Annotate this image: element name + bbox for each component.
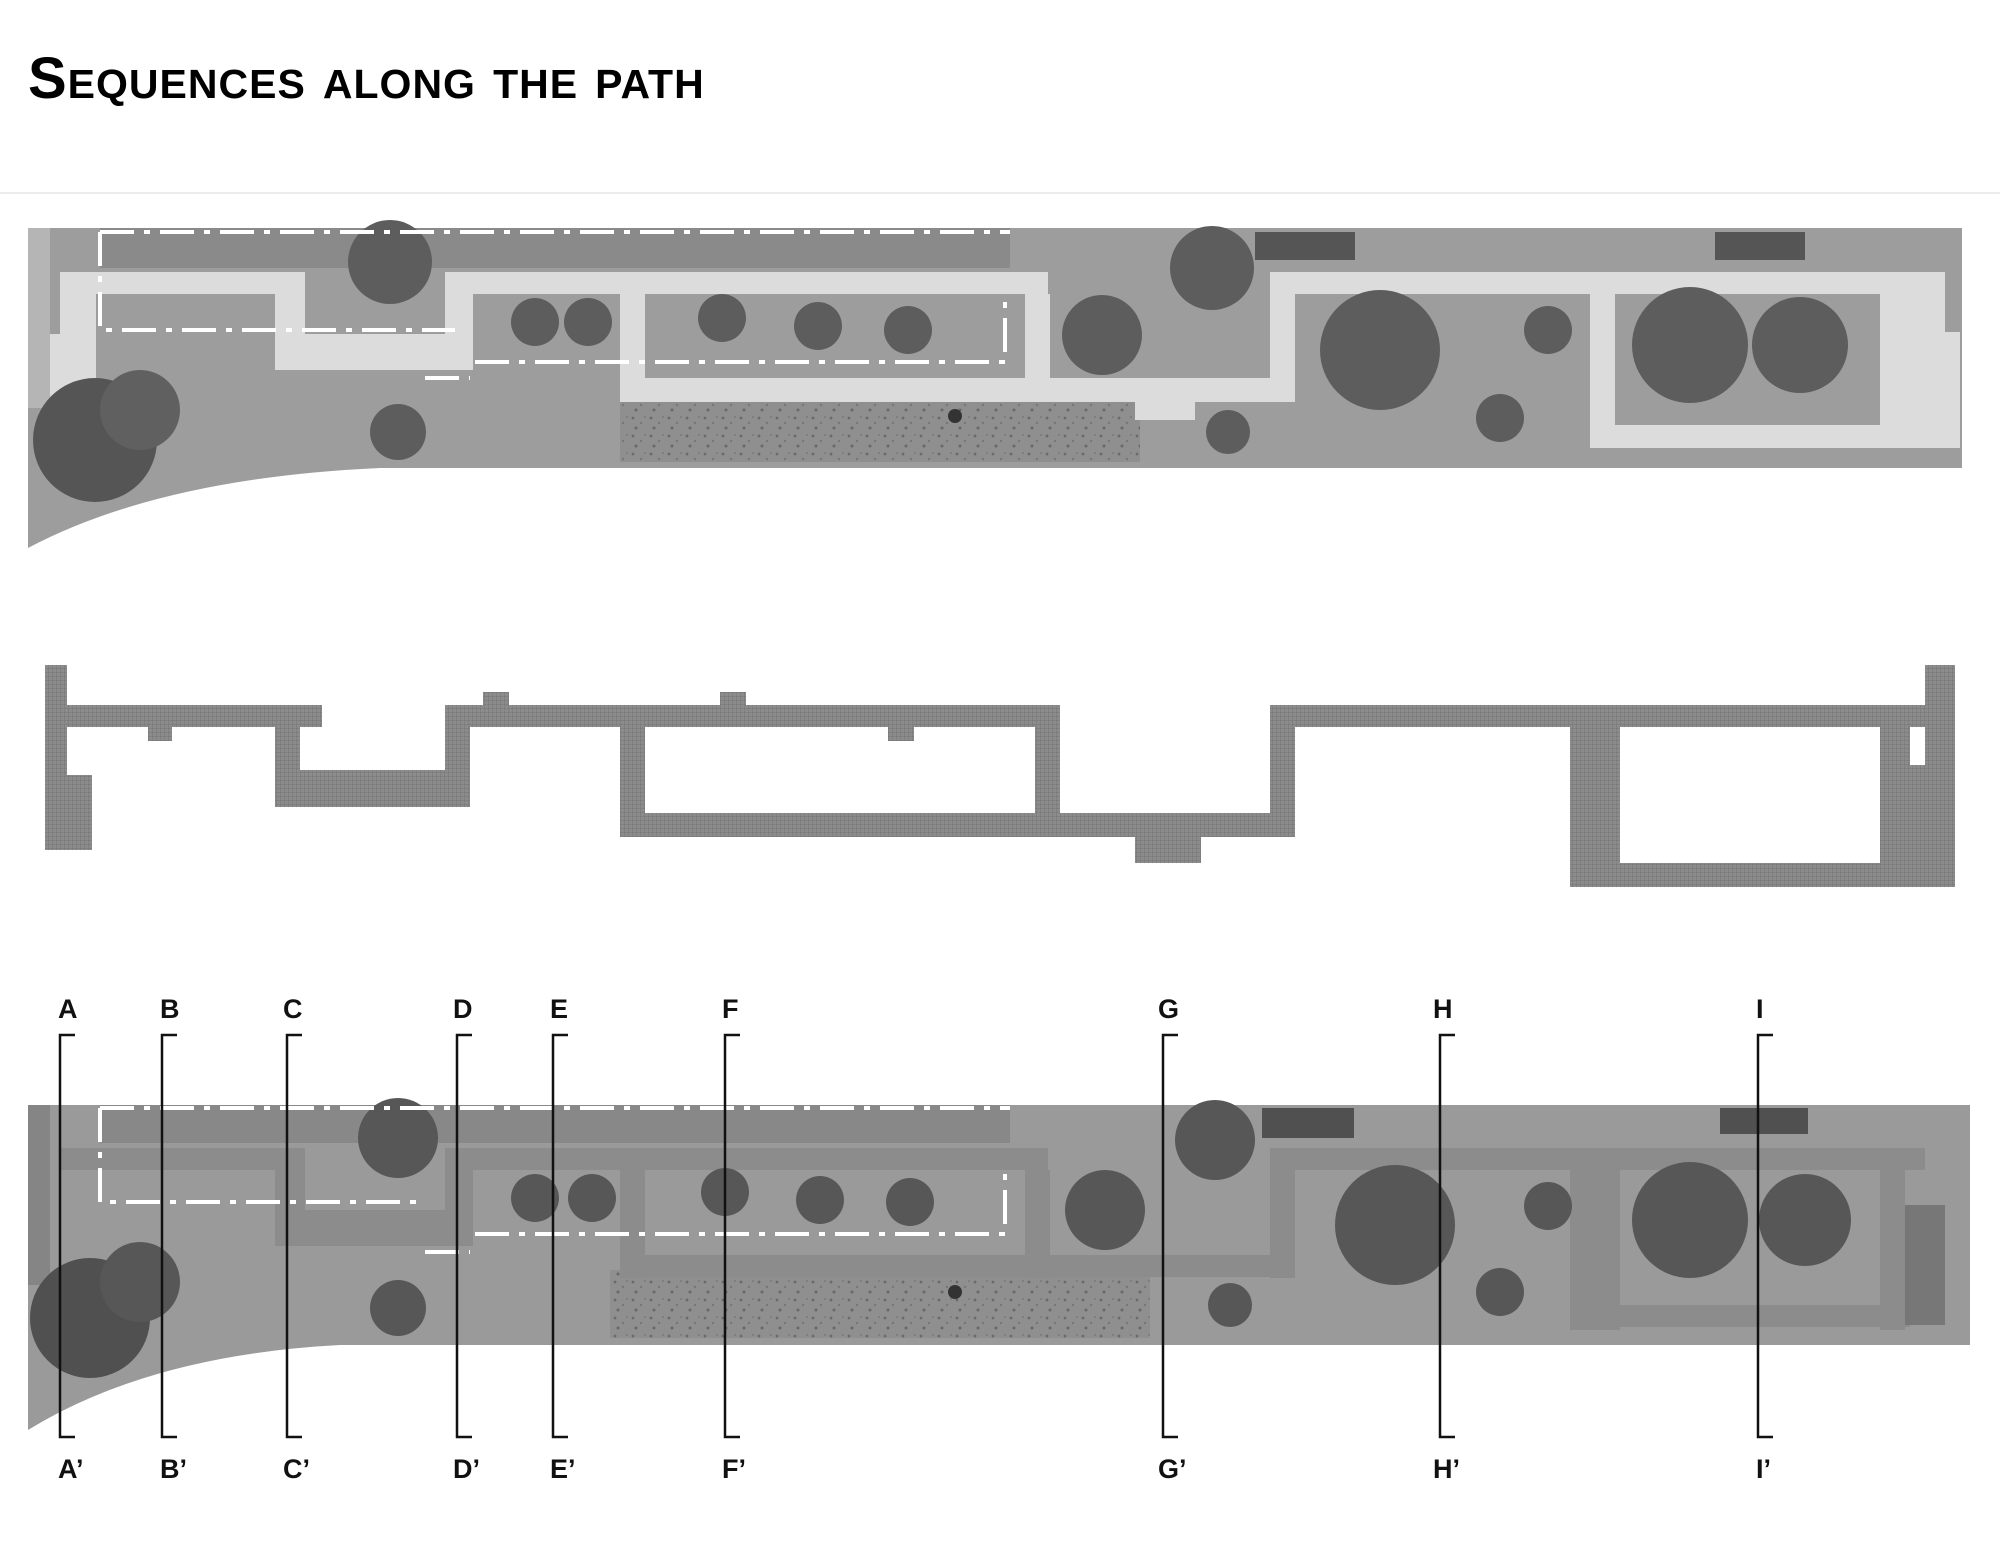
trees xyxy=(30,1098,1851,1378)
tree-icon xyxy=(796,1176,844,1224)
meadow-area xyxy=(610,1270,1150,1338)
tree-icon xyxy=(358,1098,438,1178)
steps xyxy=(1905,1205,1945,1325)
section-label-d-end: D’ xyxy=(453,1454,480,1484)
title-divider xyxy=(0,192,2000,194)
dashed-overlay xyxy=(98,230,1010,380)
tree-icon xyxy=(511,1174,559,1222)
tree-icon xyxy=(564,298,612,346)
site-plan-lower xyxy=(28,1098,1970,1430)
tree-icon xyxy=(370,1280,426,1336)
tree-icon xyxy=(1476,1268,1524,1316)
section-label-h-end: H’ xyxy=(1433,1454,1460,1484)
planting-strip xyxy=(100,1105,1010,1143)
trees xyxy=(33,220,1848,502)
planter-box xyxy=(1720,1108,1808,1134)
section-label-f-start: F xyxy=(722,994,739,1024)
section-label-b-end: B’ xyxy=(160,1454,187,1484)
planter-box xyxy=(1715,232,1805,260)
page-title: Sequences along the path xyxy=(28,46,705,111)
tree-icon xyxy=(1206,410,1250,454)
section-cut-h xyxy=(1438,1033,1455,1439)
edge-strip xyxy=(28,1105,50,1285)
tree-icon xyxy=(1524,306,1572,354)
section-label-c-end: C’ xyxy=(283,1454,310,1484)
meadow-area xyxy=(620,400,1140,462)
planter-box xyxy=(1262,1108,1354,1138)
section-label-a-start: A xyxy=(58,994,78,1024)
tree-icon xyxy=(1065,1170,1145,1250)
tree-icon xyxy=(1175,1100,1255,1180)
tree-icon xyxy=(886,1178,934,1226)
section-label-g-start: G xyxy=(1158,994,1179,1024)
section-cut-i xyxy=(1756,1033,1773,1439)
planter-box xyxy=(1255,232,1355,260)
section-label-i-start: I xyxy=(1756,994,1764,1024)
tree-icon xyxy=(1208,1283,1252,1327)
section-cut-c xyxy=(285,1033,302,1439)
tree-icon xyxy=(511,298,559,346)
tree-icon xyxy=(1759,1174,1851,1266)
section-cut-b xyxy=(160,1033,177,1439)
tree-icon xyxy=(1752,297,1848,393)
section-label-e-end: E’ xyxy=(550,1454,576,1484)
section-cut-f xyxy=(723,1033,740,1439)
tree-icon xyxy=(1170,226,1254,310)
section-cut-e xyxy=(551,1033,568,1439)
section-label-c-start: C xyxy=(283,994,303,1024)
section-label-h-start: H xyxy=(1433,994,1453,1024)
dashed-overlay xyxy=(98,1106,1010,1254)
tree-icon xyxy=(348,220,432,304)
tree-icon xyxy=(1476,394,1524,442)
section-cuts xyxy=(58,1033,1773,1439)
marker-dot xyxy=(948,1285,962,1299)
tree-icon xyxy=(1524,1182,1572,1230)
tree-icon xyxy=(1632,1162,1748,1278)
tree-icon xyxy=(370,404,426,460)
tree-icon xyxy=(1062,295,1142,375)
tree-icon xyxy=(698,294,746,342)
section-label-g-end: G’ xyxy=(1158,1454,1187,1484)
section-labels: A B C D E F G H I A’ B’ C’ D’ E’ F’ G’ H… xyxy=(58,994,1771,1484)
site-plan-upper xyxy=(28,220,1962,548)
path-diagram xyxy=(45,665,1955,887)
section-label-f-end: F’ xyxy=(722,1454,746,1484)
section-label-a-end: A’ xyxy=(58,1454,84,1484)
section-label-i-end: I’ xyxy=(1756,1454,1771,1484)
tree-icon xyxy=(1335,1165,1455,1285)
edge-strip xyxy=(28,228,50,408)
section-label-e-start: E xyxy=(550,994,568,1024)
tree-icon xyxy=(1632,287,1748,403)
tree-icon xyxy=(794,302,842,350)
path-walkway xyxy=(50,272,1960,448)
tree-icon xyxy=(100,1242,180,1322)
planting-strip xyxy=(100,228,1010,268)
section-label-b-start: B xyxy=(160,994,180,1024)
section-cut-d xyxy=(455,1033,472,1439)
path-walkway xyxy=(60,1148,1925,1330)
section-cut-a xyxy=(58,1033,75,1439)
tree-icon xyxy=(884,306,932,354)
tree-icon xyxy=(100,370,180,450)
section-cut-g xyxy=(1161,1033,1178,1439)
section-label-d-start: D xyxy=(453,994,473,1024)
tree-icon xyxy=(568,1174,616,1222)
tree-icon xyxy=(1320,290,1440,410)
marker-dot xyxy=(948,409,962,423)
